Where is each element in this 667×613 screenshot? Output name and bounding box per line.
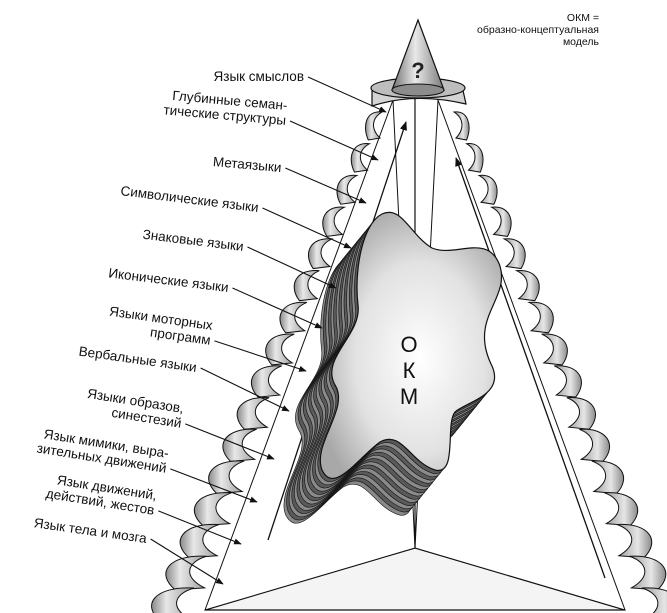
level-label-line: Вербальные языки: [78, 344, 198, 375]
level-label: Символические языки: [120, 183, 260, 215]
left-ring-segment: [280, 302, 307, 333]
level-label: Языки образов,синестезий: [84, 386, 185, 431]
okm-letter-m: М: [400, 384, 418, 409]
level-label: Язык смыслов: [214, 69, 305, 84]
level-label: Языки моторныхпрограмм: [106, 304, 214, 348]
right-ring-segment: [467, 144, 484, 173]
level-label-line: Метаязыки: [212, 154, 282, 175]
right-ring-segment: [567, 397, 596, 429]
right-ring-segment: [592, 461, 624, 494]
leader-arrow: [215, 341, 307, 371]
right-ring-segment: [492, 207, 512, 236]
level-label: Язык мимики, выра-зительных движений: [36, 426, 170, 476]
right-ring-segment: [479, 175, 497, 204]
okm-letter-o: О: [400, 332, 417, 357]
left-ring-segment: [337, 175, 357, 204]
right-ring-segment: [642, 588, 667, 613]
level-label-line: Иконические языки: [108, 265, 230, 295]
left-ring-segment: [209, 461, 245, 494]
apex-question-mark: ?: [411, 58, 424, 83]
right-ring-segment: [629, 556, 665, 590]
left-ring-segment: [351, 144, 369, 173]
left-ring-segment: [152, 588, 194, 613]
level-label: Знаковые языки: [142, 227, 245, 254]
right-ring-segment: [554, 366, 581, 397]
apex-cone-base: [392, 84, 444, 96]
right-ring-segment: [504, 239, 525, 269]
level-label-line: Язык смыслов: [214, 69, 305, 84]
leader-arrow: [290, 121, 378, 160]
left-ring-segment: [180, 524, 219, 557]
level-label-line: Символические языки: [120, 183, 260, 215]
left-ring-segment: [308, 239, 331, 269]
left-ring-segment: [194, 493, 231, 526]
right-ring-segment: [529, 302, 553, 333]
right-ring-segment: [617, 524, 652, 557]
left-ring-segment: [237, 397, 269, 429]
level-label-line: Язык тела и мозга: [33, 515, 148, 546]
right-ring-segment: [454, 112, 469, 140]
left-ring-segment: [251, 366, 281, 397]
right-ring-segment: [542, 334, 568, 365]
left-ring-segment: [323, 207, 345, 236]
leader-arrow: [285, 168, 366, 203]
right-ring-segment: [604, 493, 637, 526]
okm-letter-k: К: [403, 358, 416, 383]
level-label: Глубинные семан-тические структуры: [163, 87, 288, 128]
leader-arrow: [263, 208, 352, 248]
level-label: Язык движений,действий, жестов: [45, 471, 158, 518]
level-label: Метаязыки: [212, 154, 282, 175]
right-ring-segment: [517, 271, 540, 301]
level-label: Язык тела и мозга: [33, 515, 148, 546]
right-ring-segment: [579, 429, 609, 461]
level-label: Иконические языки: [108, 265, 230, 295]
level-label-line: Знаковые языки: [142, 227, 245, 254]
left-ring-segment: [266, 334, 295, 365]
level-label: Вербальные языки: [78, 344, 198, 375]
